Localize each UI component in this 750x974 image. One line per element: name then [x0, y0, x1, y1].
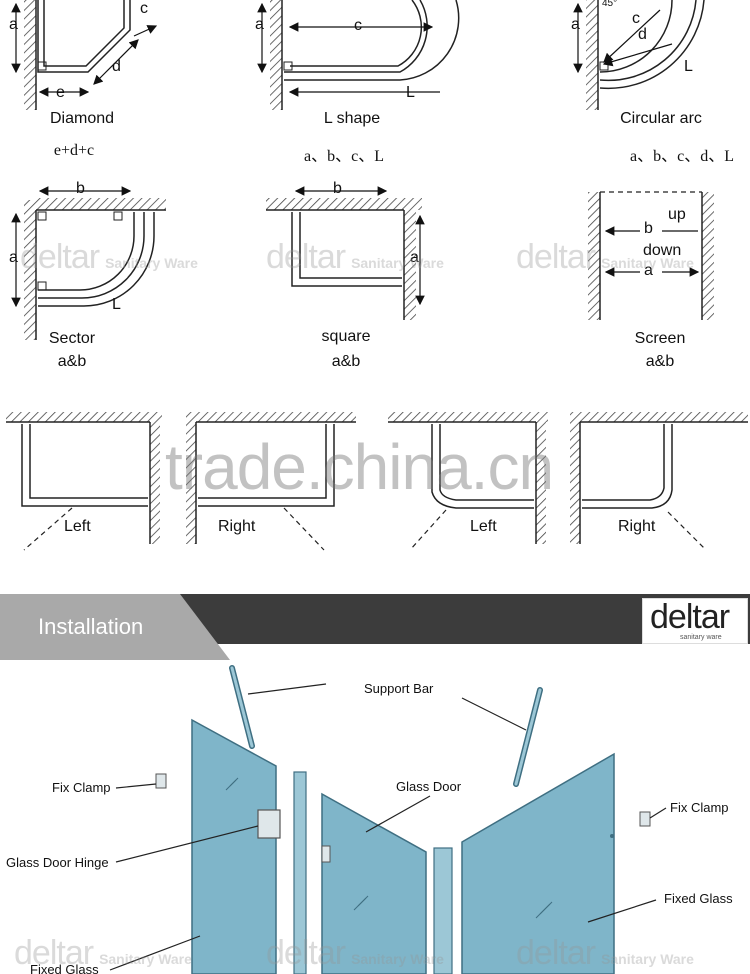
- label-fixed-glass-right: Fixed Glass: [664, 891, 733, 906]
- circular-dim-d: d: [638, 26, 647, 43]
- screen-down: down: [643, 242, 682, 259]
- deltar-logo: [642, 598, 748, 644]
- installation-illustration: [109, 665, 667, 974]
- diamond-title: Diamond: [49, 110, 115, 127]
- screen-dim-b: b: [644, 220, 653, 237]
- deltar-logo-word: deltar: [650, 598, 730, 636]
- circular-formula: a、b、c、d、L: [630, 148, 734, 165]
- diamond-formula: e+d+c: [53, 142, 95, 159]
- lshape-formula: a、b、c、L: [304, 148, 384, 165]
- label-glass-door: Glass Door: [396, 779, 462, 794]
- square-diagram: [266, 186, 425, 320]
- label-fix-clamp-left: Fix Clamp: [52, 780, 111, 795]
- label-glass-door-hinge: Glass Door Hinge: [6, 855, 109, 870]
- installation-title: Installation: [38, 614, 144, 639]
- orientation-label-1: Left: [64, 518, 91, 535]
- label-fix-clamp-right: Fix Clamp: [670, 800, 729, 815]
- sector-dim-L: L: [112, 296, 121, 313]
- orientation-right-2: [570, 412, 748, 551]
- square-dim-b: b: [333, 180, 342, 197]
- circular-angle: 45°: [602, 0, 618, 9]
- diamond-dim-d: d: [112, 58, 121, 75]
- circular-dim-L: L: [684, 58, 693, 75]
- square-title: square: [321, 328, 371, 345]
- lshape-dim-c: c: [354, 17, 362, 34]
- circular-dim-a: a: [571, 16, 580, 33]
- diamond-dim-c: c: [140, 0, 148, 17]
- circular-dim-c: c: [632, 10, 640, 27]
- deltar-logo-sub: sanitary ware: [680, 634, 722, 641]
- sector-title: Sector: [48, 330, 96, 347]
- screen-title: Screen: [634, 330, 686, 347]
- lshape-dim-a: a: [255, 16, 264, 33]
- screen-formula: a&b: [645, 353, 675, 370]
- trade-china-watermark: trade.china.cn: [165, 431, 554, 503]
- circular-arc-diagram: [573, 0, 705, 110]
- screen-diagram: [588, 191, 714, 320]
- orientation-label-4: Right: [618, 518, 656, 535]
- square-dim-a: a: [410, 249, 419, 266]
- diamond-dim-a: a: [9, 16, 18, 33]
- diamond-diagram: [11, 0, 158, 110]
- lshape-title: L shape: [323, 110, 381, 127]
- label-support-bar: Support Bar: [364, 681, 434, 696]
- label-fixed-glass-left: Fixed Glass: [30, 962, 99, 974]
- diamond-dim-e: e: [56, 84, 65, 101]
- sector-dim-a: a: [9, 249, 18, 266]
- screen-up: up: [668, 206, 686, 223]
- circular-title: Circular arc: [620, 110, 702, 127]
- orientation-left-1: [6, 412, 162, 551]
- sector-formula: a&b: [57, 353, 87, 370]
- orientation-label-3: Left: [470, 518, 497, 535]
- sector-diagram: [11, 186, 166, 340]
- orientation-right-1: [186, 412, 356, 551]
- sector-dim-b: b: [76, 180, 85, 197]
- lshape-diagram: [257, 0, 460, 110]
- square-formula: a&b: [331, 353, 361, 370]
- lshape-dim-L: L: [406, 84, 415, 101]
- orientation-label-2: Right: [218, 518, 256, 535]
- screen-dim-a: a: [644, 262, 653, 279]
- orientation-left-2: [388, 412, 548, 551]
